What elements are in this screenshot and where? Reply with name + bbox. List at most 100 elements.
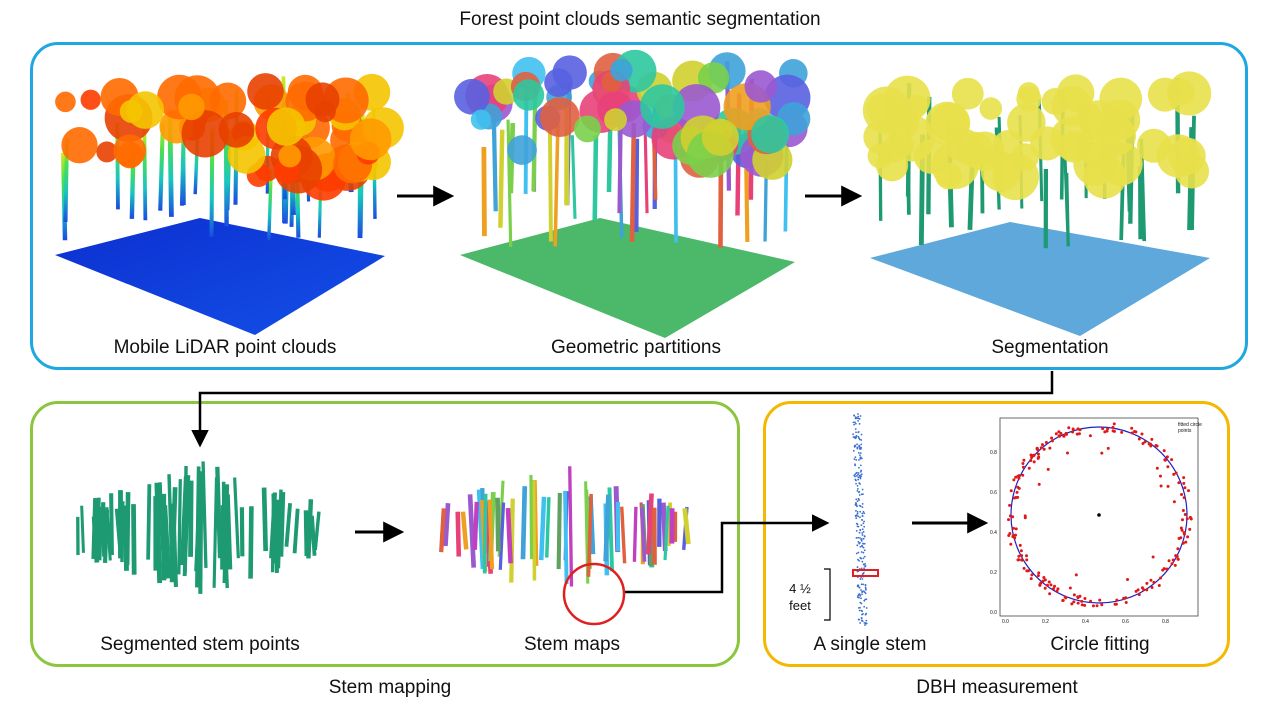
stem-point: [863, 512, 866, 515]
segmentation-stem: [1063, 148, 1070, 231]
fit-point: [1186, 535, 1190, 539]
stem-segment: [101, 502, 107, 557]
stem-point: [860, 473, 863, 476]
mapped-stem: [472, 501, 479, 550]
x-tick-label: 0.4: [1082, 619, 1089, 625]
fit-point: [1071, 430, 1075, 434]
stem-point: [854, 475, 856, 478]
stem-point: [861, 519, 864, 521]
fit-point: [1149, 578, 1153, 582]
fit-point: [1022, 458, 1026, 462]
stem-point: [860, 439, 863, 441]
stem-point: [857, 594, 860, 597]
stem-point: [859, 537, 861, 539]
fit-point: [1170, 458, 1174, 462]
stem-point: [857, 452, 860, 454]
fit-point: [1026, 569, 1030, 573]
stem-point: [856, 417, 859, 420]
fit-point: [1032, 453, 1036, 457]
stem-point: [864, 583, 867, 586]
mapped-stem: [646, 493, 654, 555]
label-stem-mapping: Stem mapping: [328, 677, 452, 698]
fit-point: [1162, 567, 1166, 571]
stem-point: [862, 537, 865, 540]
partition-ground: [460, 218, 795, 338]
fit-point: [1036, 574, 1040, 578]
fit-point: [1016, 558, 1020, 562]
stem-point: [858, 447, 861, 450]
fit-point: [1105, 429, 1109, 433]
mapped-stem: [586, 493, 593, 577]
stem-maps-image: [439, 466, 691, 587]
lidar-canopy: [278, 144, 302, 168]
stem-segment: [292, 508, 300, 554]
fit-point: [1134, 589, 1138, 593]
fit-point: [1188, 527, 1192, 531]
mapped-stem: [603, 494, 611, 562]
stem-point: [857, 466, 860, 469]
stem-segment: [220, 505, 225, 570]
stem-point: [858, 490, 861, 493]
stem-point: [853, 414, 856, 417]
stem-point: [861, 506, 864, 509]
lidar-stem: [142, 129, 148, 221]
segmentation-canopy: [863, 120, 897, 154]
fit-point: [1054, 432, 1058, 436]
fit-point: [1018, 543, 1022, 547]
stem-point: [859, 545, 862, 548]
stem-point: [858, 437, 860, 439]
stem-point: [858, 609, 861, 612]
fit-point: [1137, 437, 1141, 441]
stem-segment: [167, 474, 174, 579]
stem-point: [858, 541, 861, 544]
fit-point: [1035, 447, 1039, 451]
stem-point: [852, 421, 855, 424]
stem-point: [861, 593, 863, 596]
stem-point: [859, 516, 861, 519]
mapped-stem: [639, 507, 647, 562]
y-tick-label: 0.4: [990, 530, 997, 536]
stem-point: [865, 622, 868, 625]
fit-point: [1124, 596, 1128, 600]
stem-point: [855, 509, 857, 512]
stem-point: [861, 613, 863, 616]
fit-point: [1055, 589, 1059, 593]
stem-point: [856, 489, 859, 492]
fit-point: [1083, 597, 1087, 601]
stem-point: [859, 415, 862, 417]
stem-point: [858, 586, 861, 589]
fit-point: [1181, 508, 1185, 512]
stem-point: [856, 544, 859, 547]
fit-point: [1098, 598, 1102, 602]
stem-point: [856, 488, 859, 490]
mapped-stem: [460, 511, 469, 550]
stem-point: [865, 619, 868, 622]
segmentation-canopy: [964, 131, 1005, 172]
fit-point: [1016, 495, 1020, 499]
fit-point: [1075, 432, 1079, 436]
stem-point: [861, 512, 864, 515]
stem-point: [860, 443, 863, 446]
x-tick-label: 0.2: [1042, 619, 1049, 625]
fit-point: [1150, 437, 1154, 441]
mapped-stem: [520, 486, 528, 560]
mapped-stem: [498, 502, 506, 570]
fit-point: [1179, 536, 1183, 540]
partition-stem: [629, 122, 637, 243]
fit-point: [1183, 513, 1187, 517]
stem-segment: [310, 515, 317, 556]
fit-point: [1089, 599, 1093, 603]
fit-point: [1182, 481, 1186, 485]
fit-point: [1159, 576, 1163, 580]
stem-point: [854, 422, 857, 425]
stem-point: [859, 606, 861, 609]
stem-point: [860, 583, 863, 586]
fit-point: [1078, 428, 1082, 432]
fit-point: [1111, 425, 1115, 429]
stem-point: [862, 542, 865, 545]
partition-canopy: [539, 97, 580, 138]
stem-segment: [105, 507, 112, 561]
partition-canopy: [640, 84, 685, 129]
fit-point: [1014, 527, 1018, 531]
fit-point: [1095, 604, 1099, 608]
